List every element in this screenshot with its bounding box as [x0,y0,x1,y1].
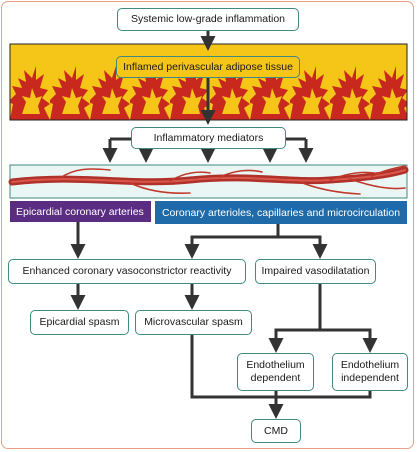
adipose-tissue-box: Inflamed perivascular adipose tissue [116,56,300,78]
inflammatory-mediators-label: Inflammatory mediators [153,131,264,144]
vasoconstrictor-reactivity-label: Enhanced coronary vasoconstrictor reacti… [22,265,232,278]
epicardial-spasm-box: Epicardial spasm [30,310,129,335]
impaired-vasodilatation-box: Impaired vasodilatation [255,259,376,284]
microvascular-spasm-box: Microvascular spasm [135,310,252,335]
cmd-box: CMD [251,419,301,443]
epicardial-arteries-label: Epicardial coronary arteries [16,205,144,218]
endothelium-dependent-label: Endothelium dependent [246,359,305,384]
endothelium-independent-box: Endothelium independent [332,353,408,391]
coronary-artery-illustration [8,164,409,199]
cmd-label: CMD [264,424,288,437]
systemic-inflammation-box: Systemic low-grade inflammation [117,8,299,31]
flow-connectors [70,31,378,419]
epicardial-spasm-label: Epicardial spasm [39,316,120,329]
systemic-inflammation-label: Systemic low-grade inflammation [130,13,286,26]
endothelium-independent-label: Endothelium independent [340,359,400,384]
vasoconstrictor-reactivity-box: Enhanced coronary vasoconstrictor reacti… [8,259,246,284]
microvascular-spasm-label: Microvascular spasm [144,316,243,329]
inflammatory-mediators-box: Inflammatory mediators [131,127,286,149]
epicardial-arteries-banner: Epicardial coronary arteries [10,201,151,222]
microcirculation-banner: Coronary arterioles, capillaries and mic… [155,201,407,224]
impaired-vasodilatation-label: Impaired vasodilatation [261,265,370,278]
endothelium-dependent-box: Endothelium dependent [237,353,314,391]
adipose-tissue-label: Inflamed perivascular adipose tissue [123,60,293,73]
microcirculation-label: Coronary arterioles, capillaries and mic… [161,206,401,219]
